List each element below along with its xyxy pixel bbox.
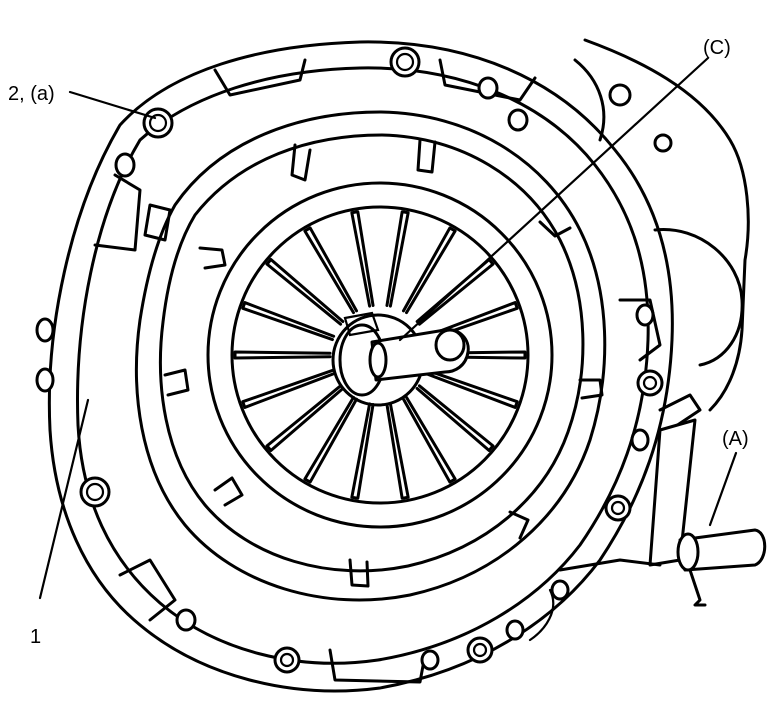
bolt-2 <box>389 46 421 78</box>
bolt-5 <box>273 646 301 674</box>
spring-finger <box>424 368 519 409</box>
cover-holes <box>35 76 655 671</box>
spring-finger <box>265 257 345 326</box>
flywheel-holder-tool <box>528 393 767 642</box>
leader-clutch-cover <box>38 398 90 600</box>
spring-finger <box>385 210 410 308</box>
spring-finger <box>241 301 336 342</box>
callout-labels: 2, (a) 1 (C) (A) <box>8 37 749 648</box>
bolt-4 <box>604 494 632 522</box>
bolt-6 <box>466 636 494 664</box>
spring-finger <box>303 395 359 484</box>
spring-finger <box>241 368 336 409</box>
leader-flywheel-holder <box>708 451 738 527</box>
label-center-tool: (C) <box>703 37 731 59</box>
spring-finger <box>415 384 495 453</box>
label-cover-bolt: 2, (a) <box>8 83 55 105</box>
bolt-1 <box>142 107 174 139</box>
leader-center-tool <box>398 56 710 342</box>
housing-hole-1 <box>608 83 632 107</box>
cover-bolts <box>79 46 664 674</box>
spring-finger <box>424 301 519 342</box>
bolt-3 <box>79 476 111 508</box>
label-clutch-cover: 1 <box>30 626 41 648</box>
spring-finger <box>303 226 359 315</box>
spring-finger <box>401 395 457 484</box>
flywheel-housing <box>573 38 750 412</box>
housing-hole-2 <box>653 133 673 153</box>
spring-finger <box>401 226 457 315</box>
leader-cover-bolt <box>68 90 157 120</box>
center-tool <box>338 311 470 397</box>
spring-finger <box>265 384 345 453</box>
bolt-7 <box>636 369 664 397</box>
leader-lines <box>38 56 738 600</box>
spring-finger <box>385 402 410 500</box>
spring-finger <box>350 210 375 308</box>
spring-finger <box>350 402 375 500</box>
spring-finger <box>233 350 332 360</box>
spring-finger <box>428 350 527 360</box>
clutch-cover <box>47 40 674 693</box>
label-flywheel-holder: (A) <box>722 428 749 450</box>
